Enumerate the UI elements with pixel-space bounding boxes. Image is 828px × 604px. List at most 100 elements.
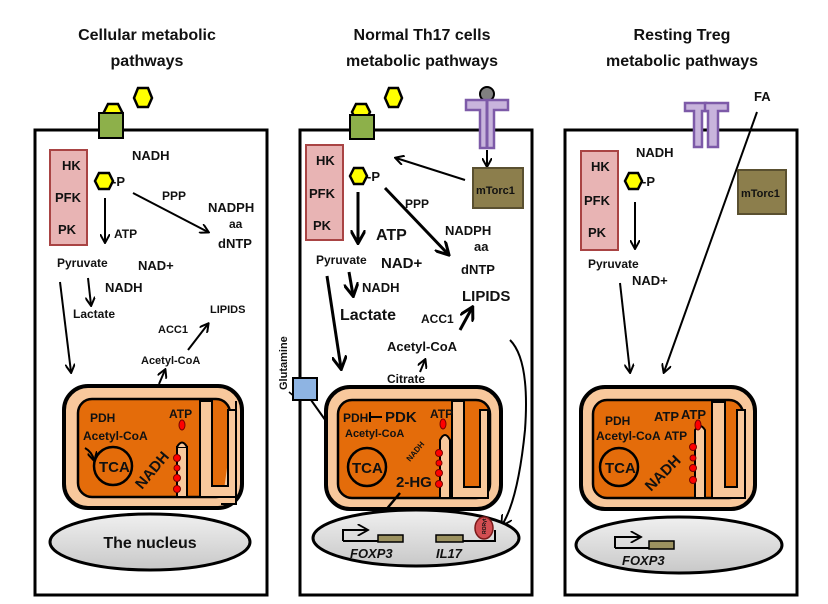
mitochondrion <box>579 385 757 511</box>
label-nadh: NADH <box>362 280 400 295</box>
panel-title-line2: metabolic pathways <box>346 53 498 70</box>
label-lactate: Lactate <box>340 307 396 324</box>
mito-label-tca: TCA <box>605 460 636 477</box>
arrow-to-lipids <box>458 308 472 331</box>
gene-label-foxp3: FOXP3 <box>350 546 393 561</box>
label-nadh-top: NADH <box>636 145 674 160</box>
promoter-arrow-foxp3 <box>614 537 640 548</box>
panel-title-line1: Cellular metabolic <box>78 27 216 44</box>
label-nadph: NADPH <box>445 223 491 238</box>
mito-label-acetyl-coa: Acetyl-CoA <box>83 429 148 443</box>
label-dntp: dNTP <box>218 236 252 251</box>
mtorc1-label: mTorc1 <box>741 188 780 200</box>
il17-promoter-line <box>463 530 496 542</box>
mito-label-pdk: PDK <box>385 409 417 426</box>
arrow-to-lactate <box>88 277 91 305</box>
gene-foxp3-box <box>377 534 404 543</box>
mito-label-atp: ATP <box>430 407 453 421</box>
mito-label-atp-3: ATP <box>664 429 687 443</box>
mtorc1-label: mTorc1 <box>476 185 515 197</box>
mito-label-tca: TCA <box>99 459 130 476</box>
label-aa: aa <box>474 239 489 254</box>
mito-label-atp: ATP <box>169 407 192 421</box>
panel-title-line1: Resting Treg <box>634 27 731 44</box>
panel-resting-treg: Resting Treg metabolic pathways FA mTorc… <box>563 27 799 597</box>
mito-label-pdh: PDH <box>343 411 368 425</box>
arrow-ppp <box>132 192 208 232</box>
enzyme-hk: HK <box>591 159 610 174</box>
enzyme-pk: PK <box>313 218 332 233</box>
phosphate-label: -P <box>642 174 655 189</box>
rorgt-label: RORγt <box>482 518 488 534</box>
mito-label-acetyl-coa: Acetyl-CoA <box>596 429 661 443</box>
mito-label-pdh: PDH <box>605 414 630 428</box>
label-lipids: LIPIDS <box>210 304 245 316</box>
phosphate-label: -P <box>112 174 125 189</box>
arrow-pyruvate-to-mito <box>325 275 341 368</box>
label-lactate: Lactate <box>73 307 115 321</box>
arrow-pyruvate-to-mito <box>59 281 71 372</box>
mitochondrion <box>62 384 244 510</box>
label-nad-plus: NAD+ <box>138 258 174 273</box>
label-acetyl-coa: Acetyl-CoA <box>141 355 200 367</box>
label-lipids: LIPIDS <box>462 288 510 305</box>
label-fa: FA <box>754 89 771 104</box>
glycolytic-enzymes-box <box>305 144 344 241</box>
arrow-citrate-to-acetyl-coa <box>420 360 425 373</box>
label-atp: ATP <box>376 227 407 244</box>
mtorc1-box <box>472 167 524 209</box>
arrow-mtorc1-to-glycolysis <box>396 158 466 181</box>
glycolytic-enzymes-box <box>49 149 88 246</box>
gene-il17-box <box>435 534 464 543</box>
promoter-arrow-foxp3 <box>342 530 367 541</box>
mito-label-atp-1: ATP <box>654 409 679 424</box>
label-acetyl-coa: Acetyl-CoA <box>387 339 458 354</box>
label-ppp: PPP <box>405 197 429 211</box>
glucose-transporter <box>349 114 375 140</box>
enzyme-pfk: PFK <box>55 190 82 205</box>
mito-label-acetyl-coa: Acetyl-CoA <box>345 428 404 440</box>
tca-cycle-circle <box>346 446 388 488</box>
label-nadph: NADPH <box>208 200 254 215</box>
label-nad-plus: NAD+ <box>632 273 668 288</box>
arrow-pyruvate-to-mito <box>619 282 630 372</box>
arrow-to-lipids <box>187 324 208 351</box>
mito-label-atp-2: ATP <box>681 407 706 422</box>
glucose-6-phosphate <box>348 166 369 186</box>
panel-title-line2: metabolic pathways <box>606 53 758 70</box>
arrow-to-rorgt <box>502 339 527 525</box>
arrow-fa-to-mito <box>664 111 758 372</box>
label-nad-plus: NAD+ <box>381 255 422 272</box>
glucose-6-phosphate <box>93 171 115 191</box>
nucleus <box>574 515 784 575</box>
label-aa: aa <box>229 217 243 231</box>
label-acc1: ACC1 <box>158 324 188 336</box>
nucleus <box>48 512 252 572</box>
glucose-transporter <box>98 112 124 139</box>
gene-label-il17: IL17 <box>436 546 463 561</box>
glutamine-transporter <box>292 377 318 401</box>
glucose-molecule <box>383 86 404 109</box>
inhibition-pdk-pdh <box>369 412 382 422</box>
label-ppp: PPP <box>162 189 186 203</box>
label-citrate: Citrate <box>387 372 425 386</box>
panel-th17-metabolic: Normal Th17 cells metabolic pathways mTo… <box>278 27 534 597</box>
tca-cycle-circle <box>598 446 640 488</box>
enzyme-pk: PK <box>588 225 607 240</box>
arrow-ppp <box>383 186 448 254</box>
glucose-6-phosphate <box>623 171 644 191</box>
label-nadh: NADH <box>105 280 143 295</box>
label-acc1: ACC1 <box>421 312 454 326</box>
label-pyruvate: Pyruvate <box>588 257 639 271</box>
tca-cycle-circle <box>92 445 134 487</box>
enzyme-pfk: PFK <box>584 193 611 208</box>
panel-cellular-metabolic: Cellular metabolic pathways HK PFK PK NA… <box>33 27 269 597</box>
enzyme-hk: HK <box>62 158 81 173</box>
mito-label-pdh: PDH <box>90 411 115 425</box>
enzyme-hk: HK <box>316 153 335 168</box>
panel-title-line1: Normal Th17 cells <box>354 27 491 44</box>
mito-label-2hg: 2-HG <box>396 474 432 491</box>
nucleus-label: The nucleus <box>103 535 196 552</box>
panel-title-line2: pathways <box>111 53 184 70</box>
